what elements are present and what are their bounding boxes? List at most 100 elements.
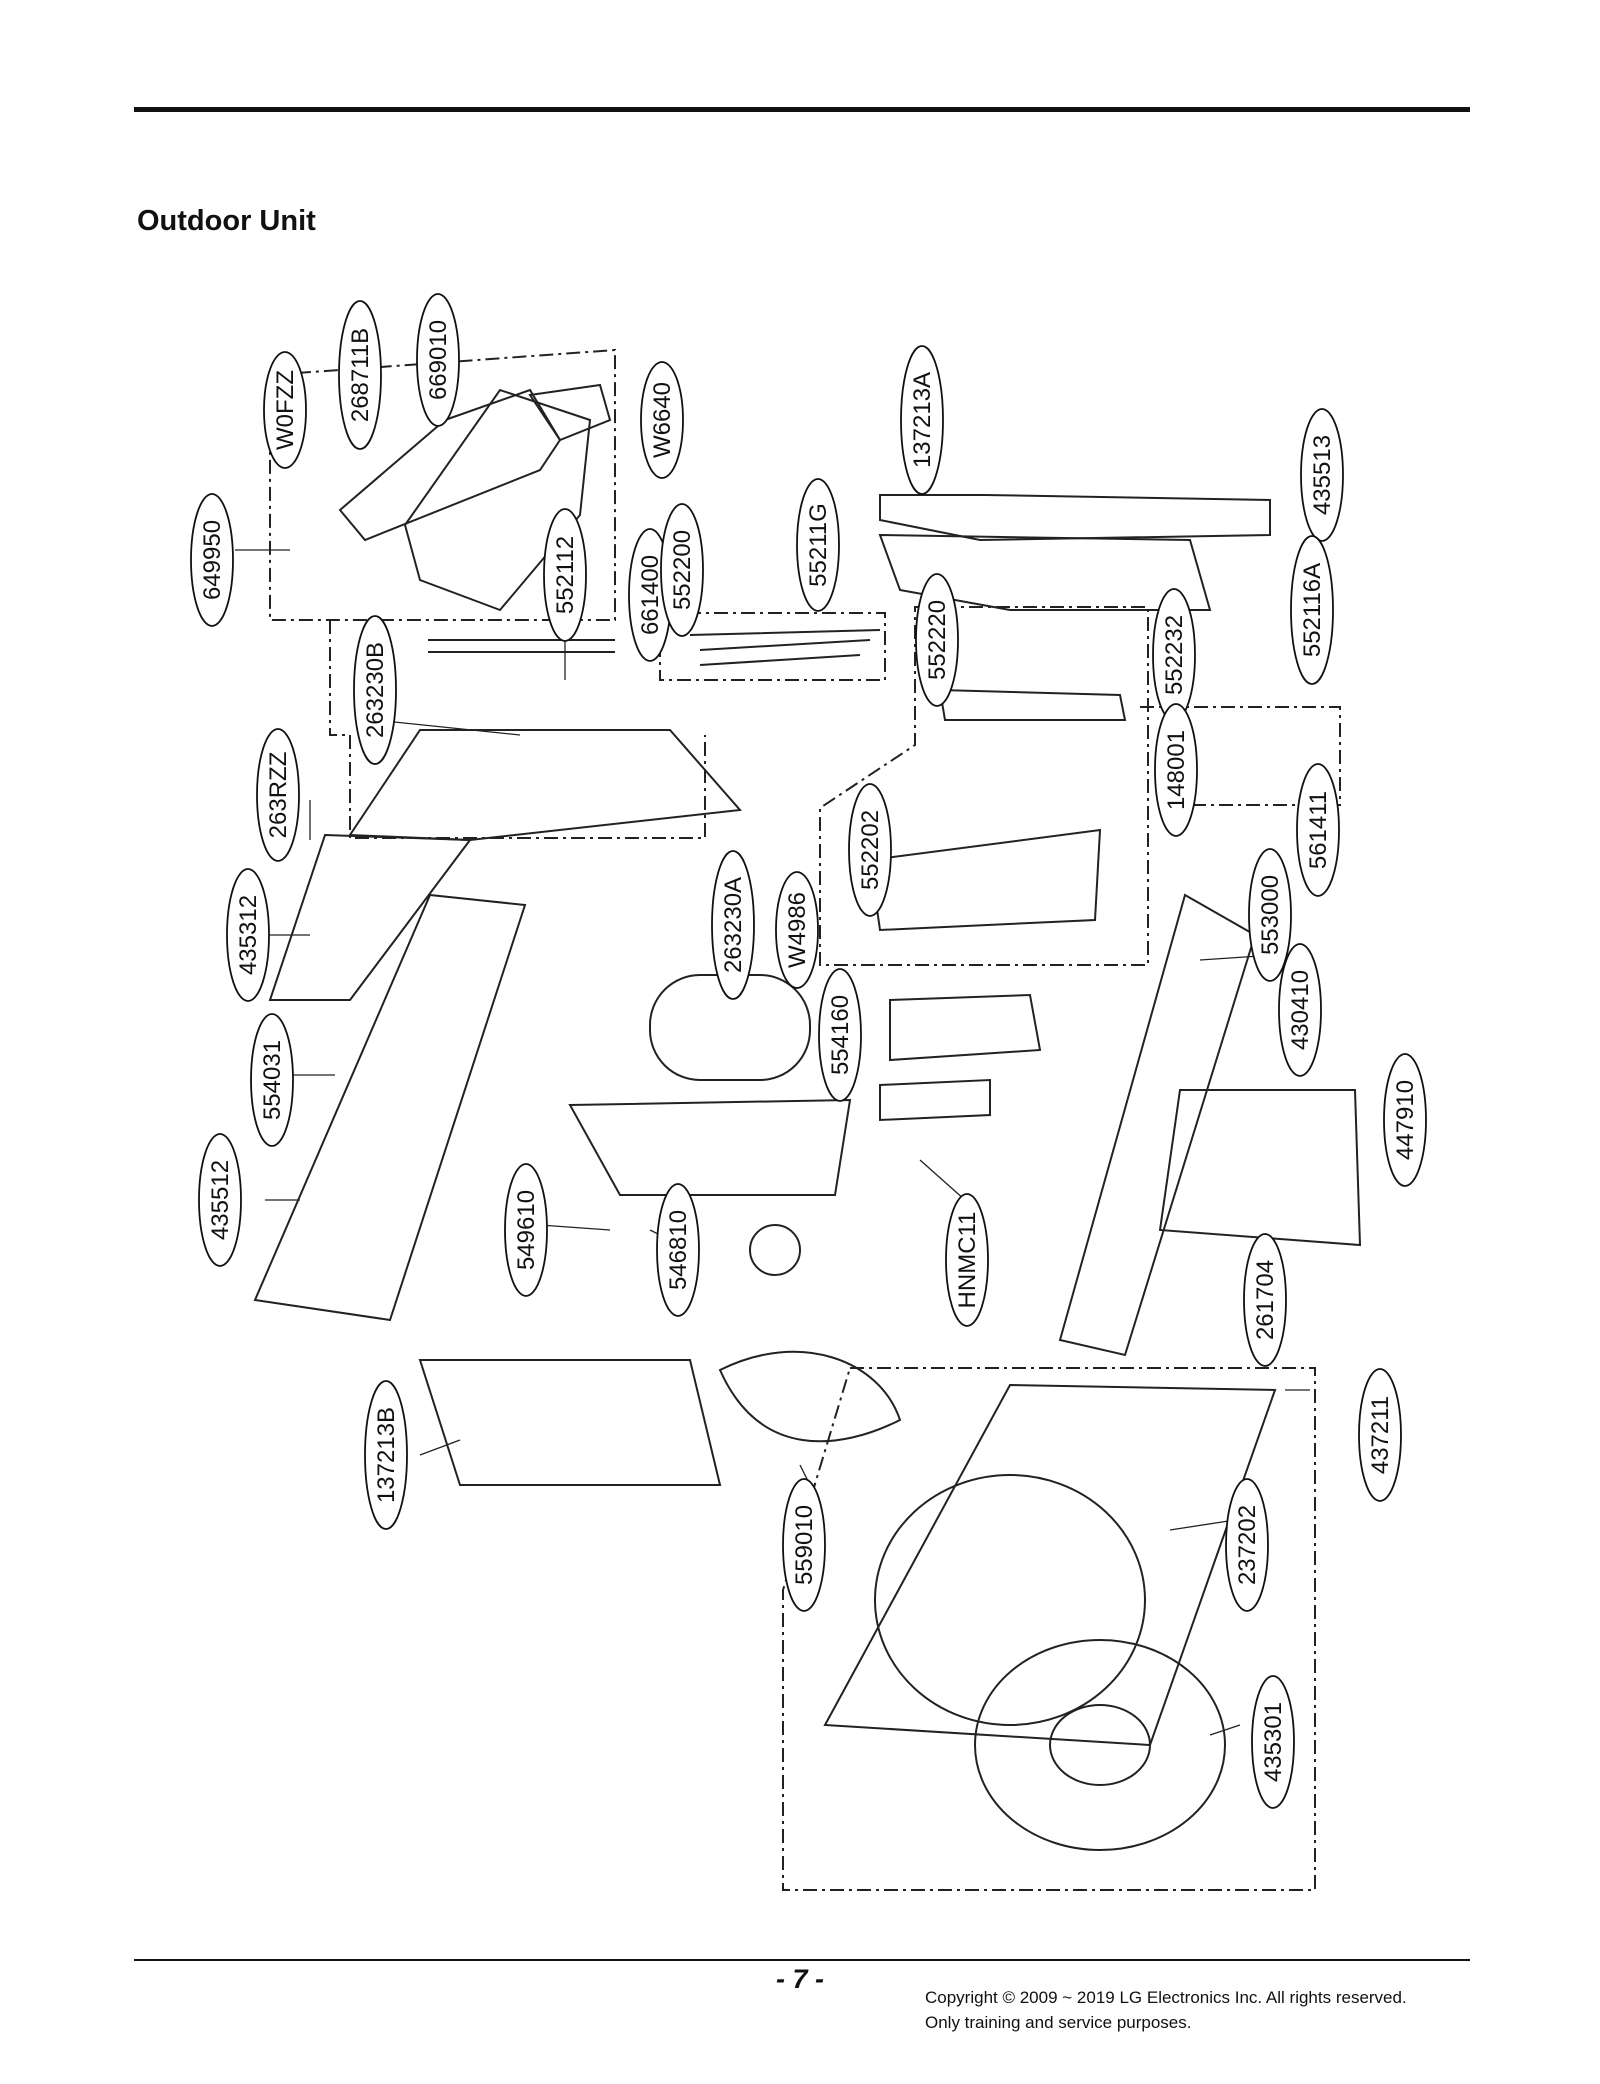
part-label-263230a: 263230A — [711, 850, 755, 1000]
part-label-text: 661400 — [637, 555, 664, 635]
fan-motor — [749, 1224, 801, 1276]
part-label-text: 554031 — [259, 1040, 286, 1120]
part-label-text: 552116A — [1299, 563, 1326, 657]
part-label-text: 137213A — [909, 372, 936, 468]
part-label-w0fzz: W0FZZ — [263, 351, 307, 469]
part-label-552220: 552220 — [915, 573, 959, 707]
part-label-text: 552112 — [552, 536, 579, 614]
part-label-text: 554160 — [827, 995, 854, 1075]
fan-guard — [974, 1639, 1226, 1851]
part-label-text: W6640 — [649, 382, 676, 458]
part-label-w6640: W6640 — [640, 361, 684, 479]
top-rule — [134, 107, 1470, 112]
part-label-430410: 430410 — [1278, 943, 1322, 1077]
part-label-text: HNMC11 — [954, 1212, 981, 1309]
copyright-text: Copyright © 2009 ~ 2019 LG Electronics I… — [925, 1988, 1407, 2007]
fan-orifice — [874, 1474, 1146, 1726]
part-label-text: 559010 — [791, 1505, 818, 1585]
part-label-649950: 649950 — [190, 493, 234, 627]
compressor — [889, 993, 1042, 1062]
rear-grille — [418, 1359, 722, 1486]
part-label-552116a: 552116A — [1290, 535, 1334, 685]
part-label-137213b: 137213B — [364, 1380, 408, 1530]
part-label-text: 561411 — [1305, 791, 1332, 869]
part-label-435312: 435312 — [226, 868, 270, 1002]
control-box-group — [269, 348, 616, 621]
part-label-435513: 435513 — [1300, 408, 1344, 542]
motor-bracket — [568, 1098, 852, 1196]
part-label-268711b: 268711B — [338, 300, 382, 450]
part-label-text: 553000 — [1257, 875, 1284, 955]
part-label-text: 435513 — [1309, 435, 1336, 515]
part-label-549610: 549610 — [504, 1163, 548, 1297]
part-label-text: 430410 — [1287, 970, 1314, 1050]
part-label-text: 263230B — [362, 642, 389, 738]
part-label-text: 552202 — [857, 810, 884, 890]
part-label-text: 552200 — [669, 530, 696, 610]
part-label-hnmc11: HNMC11 — [945, 1193, 989, 1327]
valve-group — [659, 612, 886, 681]
part-label-text: 435512 — [207, 1160, 234, 1240]
part-label-text: 447910 — [1392, 1080, 1419, 1160]
part-label-561411: 561411 — [1296, 763, 1340, 897]
part-label-263230b: 263230B — [353, 615, 397, 765]
part-label-435301: 435301 — [1251, 1675, 1295, 1809]
accumulator — [879, 1078, 991, 1122]
service-panel — [1158, 1089, 1362, 1247]
part-label-text: 263230A — [720, 877, 747, 973]
part-label-546810: 546810 — [656, 1183, 700, 1317]
accumulator-pipes — [868, 828, 1102, 932]
control-pcb — [338, 388, 562, 542]
part-label-text: 669010 — [425, 320, 452, 400]
propeller-fan — [718, 1350, 902, 1443]
part-label-437211: 437211 — [1358, 1368, 1402, 1502]
part-label-263rzz: 263RZZ — [256, 728, 300, 862]
part-label-554031: 554031 — [250, 1013, 294, 1147]
part-label-text: 435312 — [235, 895, 262, 975]
part-label-435512: 435512 — [198, 1133, 242, 1267]
part-label-text: 237202 — [1234, 1505, 1261, 1585]
part-label-553000: 553000 — [1248, 848, 1292, 982]
part-label-669010: 669010 — [416, 293, 460, 427]
bottom-rule — [134, 1959, 1470, 1961]
top-cover — [879, 494, 1271, 542]
part-label-552232: 552232 — [1152, 588, 1196, 722]
part-label-text: 552220 — [924, 600, 951, 680]
front-grille-group — [782, 1367, 1316, 1891]
copyright-block: Copyright © 2009 ~ 2019 LG Electronics I… — [925, 1985, 1407, 2035]
part-label-text: 435301 — [1260, 1702, 1287, 1782]
side-grille — [268, 833, 472, 1001]
page-number: - 7 - — [775, 1964, 824, 1994]
part-label-148001: 148001 — [1154, 703, 1198, 837]
fan-guard-center — [1049, 1704, 1151, 1786]
part-label-text: 55211G — [805, 503, 832, 587]
part-label-text: 263RZZ — [265, 752, 292, 839]
part-label-text: 552232 — [1161, 615, 1188, 695]
heat-exchanger — [348, 729, 743, 842]
part-label-w4986: W4986 — [775, 871, 819, 989]
part-label-554160: 554160 — [818, 968, 862, 1102]
pipe-assembly — [689, 629, 881, 666]
part-label-text: 546810 — [665, 1210, 692, 1290]
page-title: Outdoor Unit — [137, 205, 316, 237]
rear-panel — [253, 893, 527, 1322]
part-label-552202: 552202 — [848, 783, 892, 917]
part-label-text: 148001 — [1163, 730, 1190, 810]
copyright-note: Only training and service purposes. — [925, 2013, 1192, 2032]
part-label-text: 137213B — [373, 1407, 400, 1503]
part-label-text: 261704 — [1252, 1260, 1279, 1340]
part-label-text: 268711B — [347, 328, 374, 422]
part-label-552200: 552200 — [660, 503, 704, 637]
sensor-group — [1140, 706, 1341, 806]
control-box — [403, 388, 592, 612]
refrigerant-pipe-group — [819, 606, 1149, 966]
terminal-block — [528, 383, 612, 442]
support-bar — [428, 639, 615, 653]
part-label-559010: 559010 — [782, 1478, 826, 1612]
part-label-55211g: 55211G — [796, 478, 840, 612]
part-label-text: 649950 — [199, 520, 226, 600]
part-label-text: W4986 — [784, 892, 811, 968]
part-label-447910: 447910 — [1383, 1053, 1427, 1187]
part-label-261704: 261704 — [1243, 1233, 1287, 1367]
